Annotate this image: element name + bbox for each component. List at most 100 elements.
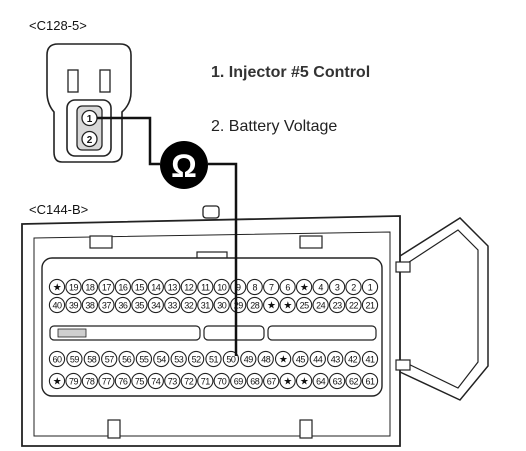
c144-pin-circle [279,372,296,390]
c144-pin-23: 23 [328,296,346,314]
c144-pin-50: 50 [222,350,240,368]
c144-pin-42: 42 [344,350,361,368]
c144-side-clip-upper [395,261,411,273]
c128-pin-2-label: 2 [87,135,93,146]
c144-pin-36: 36 [114,296,132,314]
c144-pin-19: 19 [65,278,82,296]
ohmmeter-symbol: Ω [171,148,197,184]
c144-pin-circle [98,372,115,390]
c144-pin-label: 41 [365,355,375,365]
c144-pin-13: 13 [164,278,181,296]
c144-pin-15: 15 [131,278,148,296]
c144-pin-label: ★ [267,301,276,312]
c144-pin-circle [147,296,164,314]
c144-pin-25: 25 [295,296,313,314]
c144-pin-circle [98,296,115,314]
c144-pin-label: 64 [316,377,326,387]
c144-pin-label: 13 [168,283,178,293]
pin-description-1: 1. Injector #5 Control [211,64,371,81]
c144-pin-circle [230,372,247,390]
c144-pin-58: 58 [83,350,100,368]
c144-foot-right [299,419,313,439]
c144-slot-2 [203,325,265,341]
c144-pin-53: 53 [170,350,187,368]
c144-pin-circle [197,372,214,390]
c144-pin-label: 43 [331,355,341,365]
c144-pin-circle [213,372,230,390]
c144-pin-blank: ★ [279,372,296,390]
c144-pin-circle [180,278,197,296]
c144-pin-circle [81,372,99,390]
c144-pin-circle [164,296,181,314]
c144-pin-79: 79 [65,372,82,390]
test-lead-from-c128-pin-1 [97,116,160,166]
c144-foot-left [107,419,121,439]
c144-pin-circle [312,372,329,390]
c144-pin-label: 40 [52,301,62,311]
c144-pin-31: 31 [197,296,214,314]
c144-slot-1 [49,325,201,341]
c144-pin-blank: ★ [263,296,280,314]
c144-pin-45: 45 [292,350,309,368]
c144-pin-circle [344,350,361,368]
c144-pin-label: 76 [118,377,128,387]
c144-pin-label: 50 [226,355,236,365]
c144-pin-48: 48 [257,350,274,368]
c144-pin-76: 76 [114,372,132,390]
c144-pin-label: 69 [234,377,244,387]
c144-pin-circle [295,296,313,314]
c144-key-right [299,235,323,249]
c144-pin-label: 49 [244,355,254,365]
c144-pin-label: 7 [269,283,274,293]
c144-pin-label: 31 [201,301,211,311]
c144-pin-circle [147,278,164,296]
c128-latch-right [99,69,111,93]
c144-pin-70: 70 [213,372,230,390]
c144-pin-16: 16 [114,278,132,296]
c144-pin-69: 69 [230,372,247,390]
c144-pin-24: 24 [312,296,329,314]
c144-pin-11: 11 [197,278,214,296]
c144-pin-label: 63 [333,377,343,387]
c144-pin-68: 68 [246,372,263,390]
c144-pin-label: 75 [135,377,145,387]
c144-pin-label: ★ [300,377,309,388]
c144-pin-label: 34 [151,301,161,311]
c144-pin-label: 44 [313,355,323,365]
c144-pin-label: 15 [135,283,145,293]
c144-pin-circle [65,296,82,314]
c144-pin-circle [328,278,346,296]
c144-pin-30: 30 [213,296,230,314]
c144-pin-blank: ★ [295,372,313,390]
c144-pin-18: 18 [81,278,99,296]
c144-pin-62: 62 [345,372,362,390]
c144-side-bracket-inner [399,229,479,389]
c144-pin-circle [48,296,66,314]
c144-pin-78: 78 [81,372,99,390]
c144-pin-75: 75 [131,372,148,390]
c144-pin-label: 21 [365,301,375,311]
c144-pin-label: 28 [250,301,260,311]
c144-pin-label: 58 [87,355,97,365]
c144-pin-circle [345,278,362,296]
c144-pin-57: 57 [101,350,118,368]
c144-pin-label: 74 [151,377,161,387]
c144-pin-label: 25 [300,301,310,311]
c144-pin-label: 42 [348,355,358,365]
c144-pin-71: 71 [197,372,214,390]
c144-pin-12: 12 [180,278,197,296]
c144-pin-circle [263,372,280,390]
c144-pin-label: 8 [252,283,257,293]
c144-pin-63: 63 [328,372,346,390]
c144-pin-circle [65,372,82,390]
c144-pin-circle [131,278,148,296]
c144-pin-circle [205,350,222,368]
c144-pin-circle [114,278,132,296]
c144-pin-label: 22 [349,301,359,311]
c144-pin-14: 14 [147,278,164,296]
c144-pin-circle [114,296,132,314]
c144-pin-blank: ★ [274,350,292,368]
